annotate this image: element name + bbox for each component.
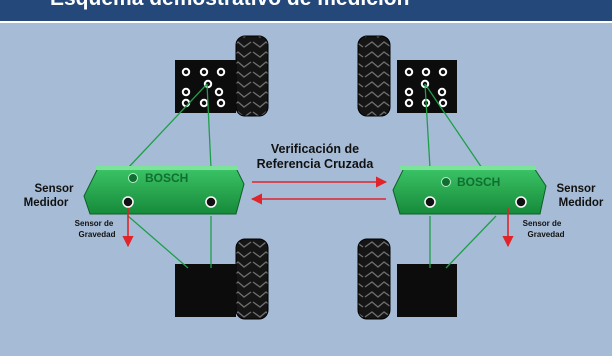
bosch-logo-icon [128, 173, 138, 183]
tire-rear-left [235, 238, 269, 320]
sensor-left: BOSCH [83, 166, 245, 215]
lens-icon [122, 196, 134, 208]
sensor-label-right-line2: Medidor [559, 197, 604, 209]
tire-front-right [357, 35, 391, 117]
gravity-label-right-line1: Sensor de [523, 219, 562, 228]
sensor-label-right-line1: Sensor [557, 183, 597, 195]
lens-icon [205, 196, 217, 208]
lens-icon [515, 196, 527, 208]
sensor-label-left-line1: Sensor [35, 183, 75, 195]
sensor-brand-label: BOSCH [145, 171, 188, 185]
gravity-label-left-line1: Sensor de [75, 219, 114, 228]
lens-icon [424, 196, 436, 208]
header-bar: Esquema demostrativo de medición [0, 0, 612, 23]
measurement-beams [127, 83, 497, 269]
sensor-brand-label: BOSCH [457, 175, 500, 189]
sensor-label-left-line2: Medidor [24, 197, 69, 209]
target-front-right [397, 60, 457, 113]
cross-reference-label-line2: Referencia Cruzada [257, 157, 375, 171]
tire-front-left [235, 35, 269, 117]
target-rear-right [397, 264, 457, 317]
tire-rear-right [357, 238, 391, 320]
bosch-logo-icon [441, 177, 451, 187]
gravity-label-right-line2: Gravedad [528, 230, 565, 239]
gravity-label-left-line2: Gravedad [79, 230, 116, 239]
target-rear-left [175, 264, 236, 317]
cross-reference-label-line1: Verificación de [271, 142, 359, 156]
page-title: Esquema demostrativo de medición [50, 0, 409, 11]
sensor-right: BOSCH [392, 166, 547, 215]
